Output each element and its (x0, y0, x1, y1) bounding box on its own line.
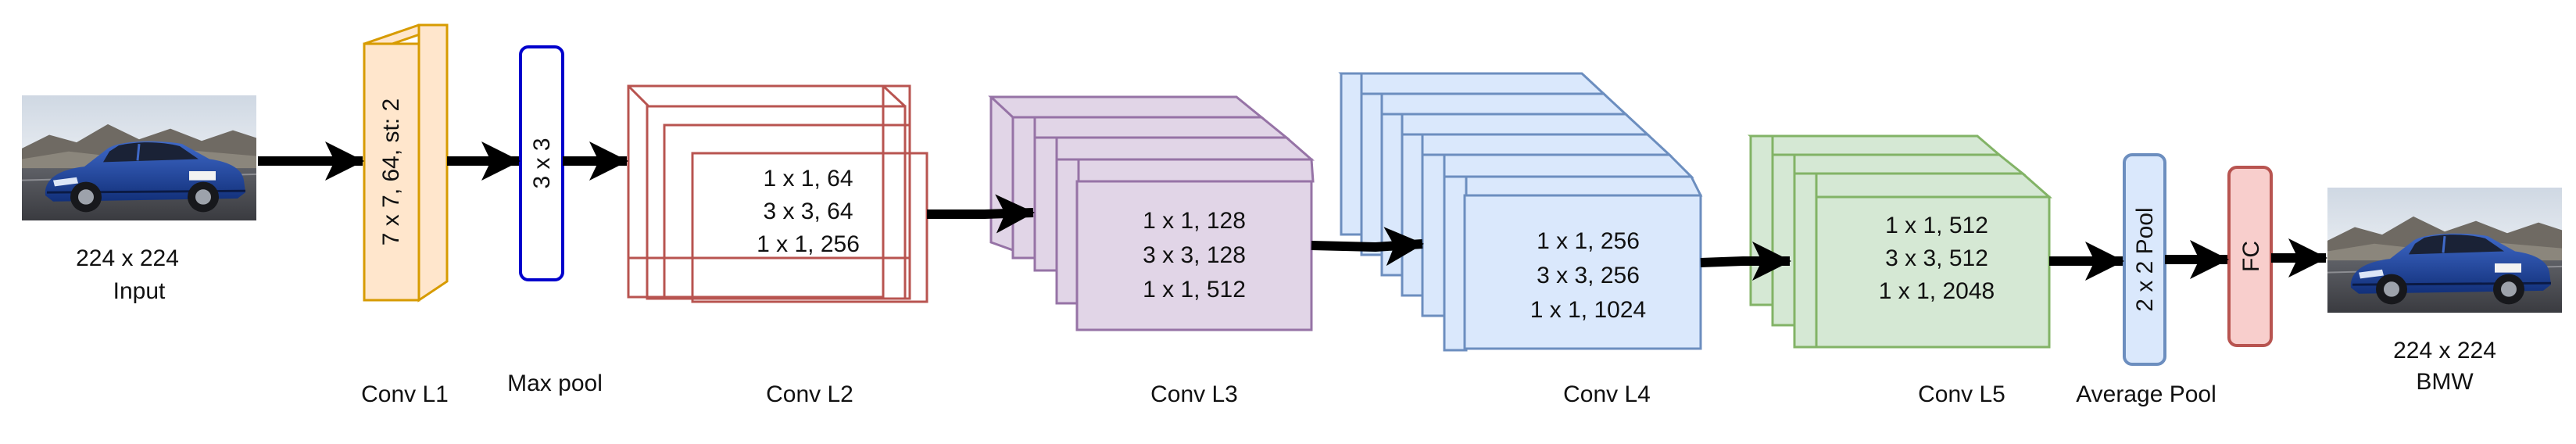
conv-l4-label: Conv L4 (1563, 381, 1651, 407)
conv-l1-block: 7 x 7, 64, st: 2 (363, 23, 449, 303)
avgpool-params: 2 x 2 Pool (2132, 207, 2158, 311)
input-size-label: 224 x 224 (76, 245, 179, 271)
conv-l5-line-3: 1 x 1, 2048 (1879, 278, 1995, 304)
conv-l2-face (691, 152, 928, 303)
conv-l5-label: Conv L5 (1918, 381, 2005, 407)
maxpool-label: Max pool (507, 371, 603, 396)
conv-l1-label: Conv L1 (361, 381, 449, 407)
output-name-label: BMW (2416, 369, 2474, 395)
input-image (20, 94, 258, 222)
conv-l5-line-1: 1 x 1, 512 (1885, 213, 1988, 238)
arrow-conv4-to-conv5 (1700, 242, 1791, 281)
output-image (2326, 186, 2563, 314)
fc-text: FC (2238, 241, 2264, 272)
conv-l2-line-3: 1 x 1, 256 (757, 231, 860, 257)
conv-l4-line-1: 1 x 1, 256 (1537, 228, 1640, 254)
conv-l3-line-3: 1 x 1, 512 (1143, 277, 1246, 303)
flow-arrows (258, 141, 2327, 281)
conv-l3-line-2: 3 x 3, 128 (1143, 242, 1246, 268)
output-size-label: 224 x 224 (2393, 338, 2496, 363)
avgpool-label: Average Pool (2076, 381, 2216, 407)
conv-l5-line-2: 3 x 3, 512 (1885, 245, 1988, 271)
arrow-conv2-to-conv3 (927, 194, 1035, 234)
conv-l2-block (627, 84, 928, 303)
conv-l4-line-3: 1 x 1, 1024 (1530, 297, 1646, 323)
avgpool-block: 2 x 2 Pool (2123, 153, 2166, 366)
conv-l2-label: Conv L2 (766, 381, 853, 407)
arrow-conv3-to-conv4 (1311, 227, 1424, 267)
conv-l3-line-1: 1 x 1, 128 (1143, 208, 1246, 234)
maxpool-params: 3 x 3 (529, 138, 555, 188)
conv-l1-params: 7 x 7, 64, st: 2 (378, 98, 404, 245)
conv-l4-line-2: 3 x 3, 256 (1537, 263, 1640, 288)
conv-l5-block (1747, 134, 2052, 349)
input-name-label: Input (113, 278, 166, 304)
conv-l2-line-1: 1 x 1, 64 (763, 166, 853, 192)
conv-l4-block (1338, 72, 1703, 352)
conv-l2-line-2: 3 x 3, 64 (763, 199, 853, 224)
conv-l3-label: Conv L3 (1150, 381, 1238, 407)
fc-block: FC (2227, 166, 2273, 347)
maxpool-block: 3 x 3 (519, 45, 564, 281)
